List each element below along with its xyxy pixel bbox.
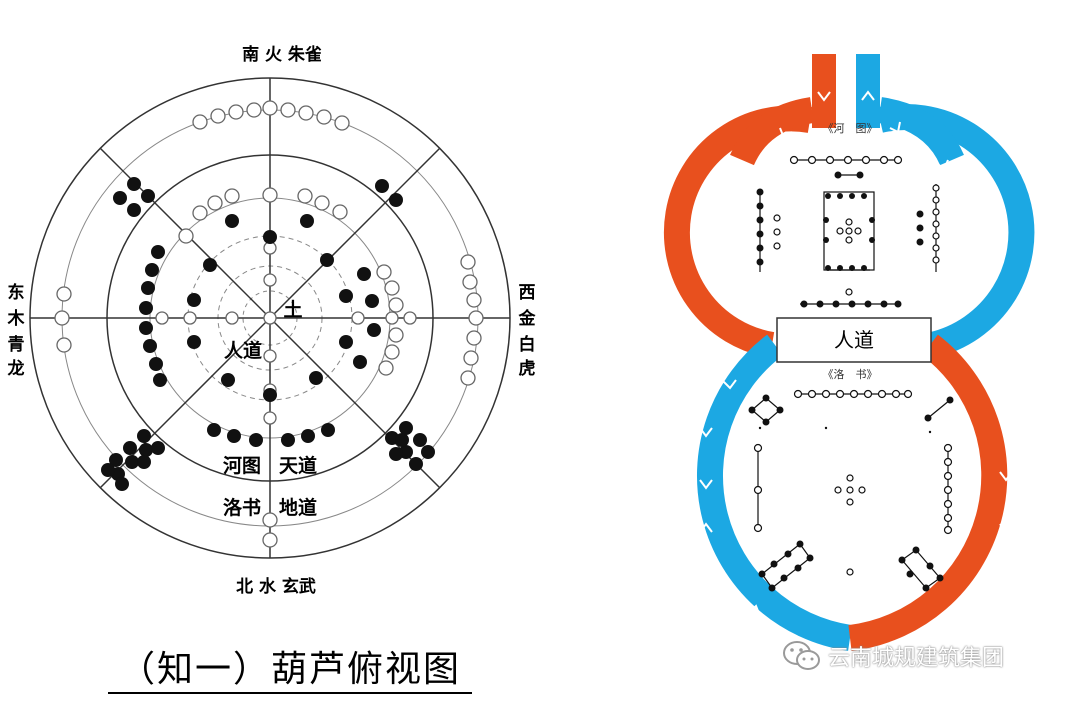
middle-box-label: 人道 xyxy=(834,328,874,352)
svg-text:虎: 虎 xyxy=(519,359,536,379)
black-dots xyxy=(101,177,435,491)
caption: （知一）葫芦俯视图 xyxy=(108,648,472,694)
svg-text:白: 白 xyxy=(519,334,536,355)
wechat-icon xyxy=(783,641,820,670)
svg-text:木: 木 xyxy=(7,308,26,329)
hetu-label: 河图 xyxy=(223,455,261,477)
direction-south: 南 火 朱雀 xyxy=(242,44,322,65)
svg-text:金: 金 xyxy=(518,308,537,329)
svg-text:青: 青 xyxy=(8,334,25,355)
middle-box xyxy=(776,317,932,363)
center-label: 土 xyxy=(283,299,302,321)
svg-text:东: 东 xyxy=(8,282,25,303)
hetu-title: 《河 图》 xyxy=(823,122,878,135)
didao-label: 地道 xyxy=(279,496,317,519)
direction-north: 北 水 玄武 xyxy=(236,576,316,597)
inner-label: 人道 xyxy=(224,339,262,362)
watermark-text: 云南城规建筑集团 xyxy=(828,646,1005,671)
watermark: 云南城规建筑集团 xyxy=(782,636,1004,676)
tiandao-label: 天道 xyxy=(279,454,317,477)
direction-west: 西 金 白 虎 xyxy=(518,283,537,379)
svg-text:西: 西 xyxy=(519,283,536,303)
white-dots xyxy=(54,100,484,548)
direction-east: 东 木 青 龙 xyxy=(7,282,26,379)
luoshu-title: 《洛 书》 xyxy=(823,367,878,381)
gourd-diagram: 《河 图》 xyxy=(663,54,1035,651)
luoshu-label: 洛书 xyxy=(223,496,261,519)
svg-text:龙: 龙 xyxy=(7,358,25,379)
